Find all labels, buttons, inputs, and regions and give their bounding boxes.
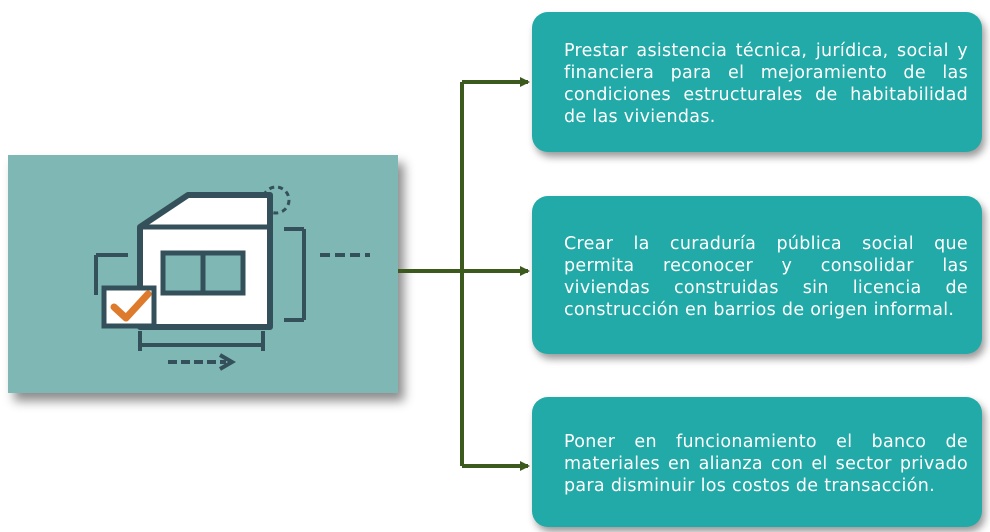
action-box-1: Prestar asistencia técnica, jurídica, so… (532, 12, 982, 152)
house-measure-check-icon (94, 185, 370, 371)
icon-panel (8, 155, 398, 393)
action-box-2: Crear la curaduría pública social que pe… (532, 196, 982, 354)
action-box-3: Poner en funcionamiento el banco de mate… (532, 397, 982, 527)
action-text-3: Poner en funcionamiento el banco de mate… (564, 432, 968, 496)
action-text-1: Prestar asistencia técnica, jurídica, so… (564, 41, 968, 127)
action-text-2: Crear la curaduría pública social que pe… (564, 234, 968, 320)
